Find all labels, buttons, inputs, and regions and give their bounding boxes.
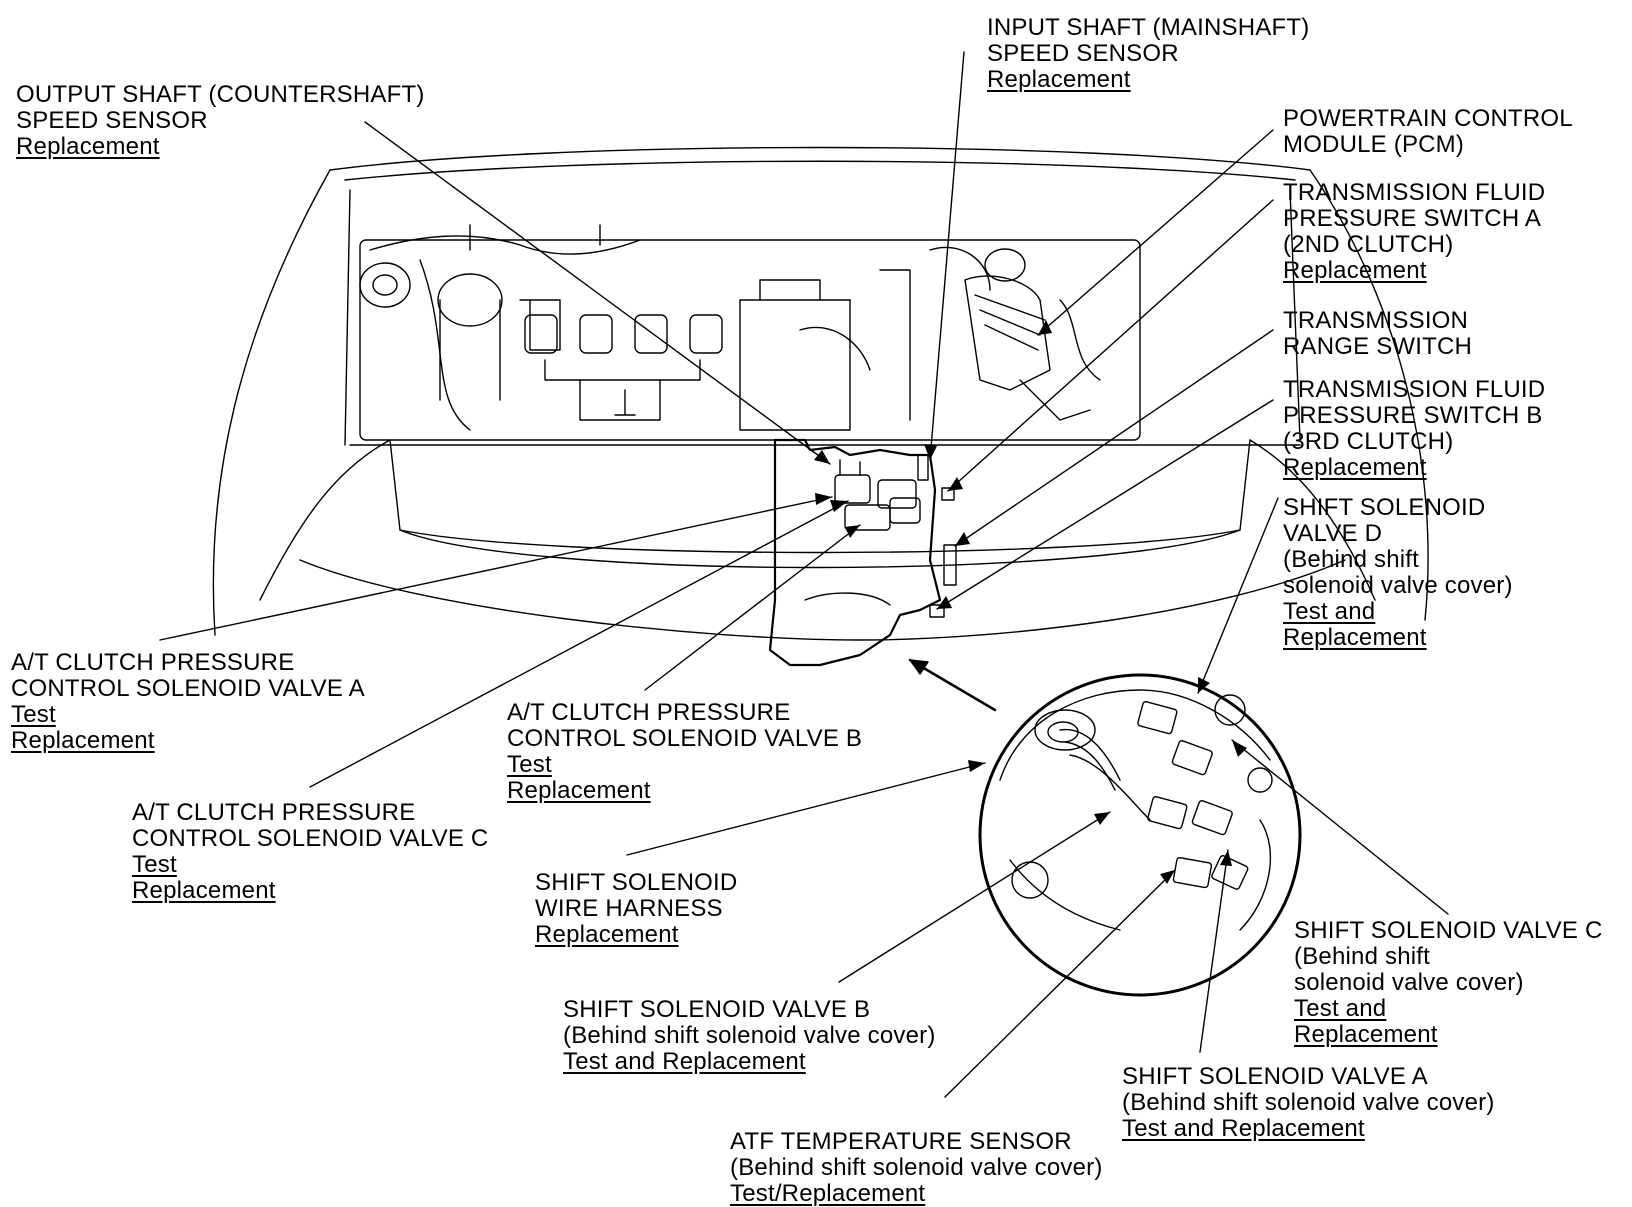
callout-fluid-pressure-switch-a: TRANSMISSION FLUID PRESSURE SWITCH A (2N… [1283,180,1545,284]
callout-title-line: A/T CLUTCH PRESSURE [132,799,416,826]
test-and-replacement-link[interactable]: Test and Replacement [1122,1115,1365,1142]
replacement-link[interactable]: Replacement [535,921,679,948]
replacement-link[interactable]: Replacement [1283,454,1427,481]
detail-inset-circle [978,673,1302,997]
callout-title-line: ATF TEMPERATURE SENSOR [730,1128,1072,1155]
callout-title-line: (Behind shift solenoid valve cover) [730,1154,1103,1181]
callout-shift-solenoid-valve-c: SHIFT SOLENOID VALVE C (Behind shift sol… [1294,918,1602,1048]
callout-output-shaft-speed-sensor: OUTPUT SHAFT (COUNTERSHAFT) SPEED SENSOR… [16,82,425,160]
callout-input-shaft-speed-sensor: INPUT SHAFT (MAINSHAFT) SPEED SENSOR Rep… [987,15,1309,93]
test-link[interactable]: Test [11,701,56,728]
callout-title-line: WIRE HARNESS [535,895,723,922]
callout-clutch-pressure-solenoid-a: A/T CLUTCH PRESSURE CONTROL SOLENOID VAL… [11,650,365,754]
callout-title-line: RANGE SWITCH [1283,333,1473,360]
callout-title-line: VALVE D [1283,520,1383,547]
engine-assembly [359,224,1141,441]
callout-clutch-pressure-solenoid-c: A/T CLUTCH PRESSURE CONTROL SOLENOID VAL… [132,800,488,904]
leader-lines [159,51,1449,1098]
callout-transmission-range-switch: TRANSMISSION RANGE SWITCH [1283,308,1472,360]
callout-fluid-pressure-switch-b: TRANSMISSION FLUID PRESSURE SWITCH B (3R… [1283,377,1545,481]
replacement-link[interactable]: Replacement [1283,624,1427,651]
callout-title-line: POWERTRAIN CONTROL [1283,105,1573,132]
callout-shift-solenoid-wire-harness: SHIFT SOLENOID WIRE HARNESS Replacement [535,870,737,948]
replacement-link[interactable]: Replacement [1283,257,1427,284]
replacement-link[interactable]: Replacement [16,133,160,160]
replacement-link[interactable]: Replacement [987,66,1131,93]
vehicle-body-outline [212,146,1429,641]
test-and-replacement-link[interactable]: Test and Replacement [563,1048,806,1075]
replacement-link[interactable]: Replacement [1294,1021,1438,1048]
callout-title-line: PRESSURE SWITCH B [1283,402,1543,429]
callout-title-line: A/T CLUTCH PRESSURE [507,699,791,726]
callout-title-line: (Behind shift solenoid valve cover) [1122,1089,1495,1116]
test-link[interactable]: Test [132,851,177,878]
transmission-housing [768,438,957,667]
callout-title-line: SPEED SENSOR [987,40,1179,67]
test-link[interactable]: Test [507,751,552,778]
callout-title-line: solenoid valve cover) [1283,572,1513,599]
callout-atf-temperature-sensor: ATF TEMPERATURE SENSOR (Behind shift sol… [730,1129,1103,1207]
callout-pcm: POWERTRAIN CONTROL MODULE (PCM) [1283,106,1573,158]
callout-title-line: TRANSMISSION FLUID [1283,179,1546,206]
callout-title-line: SHIFT SOLENOID VALVE A [1122,1063,1428,1090]
callout-title-line: OUTPUT SHAFT (COUNTERSHAFT) [16,81,425,108]
callout-title-line: SPEED SENSOR [16,107,208,134]
test-and-link[interactable]: Test and [1294,995,1387,1022]
callout-title-line: SHIFT SOLENOID [535,869,738,896]
callout-title-line: solenoid valve cover) [1294,969,1524,996]
callout-title-line: (Behind shift [1294,943,1431,970]
callout-shift-solenoid-valve-a: SHIFT SOLENOID VALVE A (Behind shift sol… [1122,1064,1495,1142]
callout-title-line: A/T CLUTCH PRESSURE [11,649,295,676]
replacement-link[interactable]: Replacement [132,877,276,904]
test-replacement-link[interactable]: Test/Replacement [730,1180,926,1207]
replacement-link[interactable]: Replacement [11,727,155,754]
callout-shift-solenoid-valve-b: SHIFT SOLENOID VALVE B (Behind shift sol… [563,997,936,1075]
leader-arrowheads [814,320,1247,884]
callout-clutch-pressure-solenoid-b: A/T CLUTCH PRESSURE CONTROL SOLENOID VAL… [507,700,862,804]
callout-shift-solenoid-valve-d: SHIFT SOLENOID VALVE D (Behind shift sol… [1283,495,1513,651]
callout-title-line: (Behind shift [1283,546,1420,573]
callout-title-line: TRANSMISSION FLUID [1283,376,1546,403]
test-and-link[interactable]: Test and [1283,598,1376,625]
callout-title-line: CONTROL SOLENOID VALVE C [132,825,489,852]
replacement-link[interactable]: Replacement [507,777,651,804]
callout-title-line: SHIFT SOLENOID VALVE B [563,996,871,1023]
callout-title-line: CONTROL SOLENOID VALVE B [507,725,863,752]
callout-title-line: SHIFT SOLENOID [1283,494,1486,521]
callout-title-line: (Behind shift solenoid valve cover) [563,1022,936,1049]
callout-title-line: SHIFT SOLENOID VALVE C [1294,917,1603,944]
callout-title-line: MODULE (PCM) [1283,131,1465,158]
callout-title-line: CONTROL SOLENOID VALVE A [11,675,365,702]
callout-title-line: TRANSMISSION [1283,307,1469,334]
callout-title-line: PRESSURE SWITCH A [1283,205,1542,232]
callout-title-line: INPUT SHAFT (MAINSHAFT) [987,14,1310,41]
callout-title-line: (2ND CLUTCH) [1283,231,1454,258]
callout-title-line: (3RD CLUTCH) [1283,428,1454,455]
